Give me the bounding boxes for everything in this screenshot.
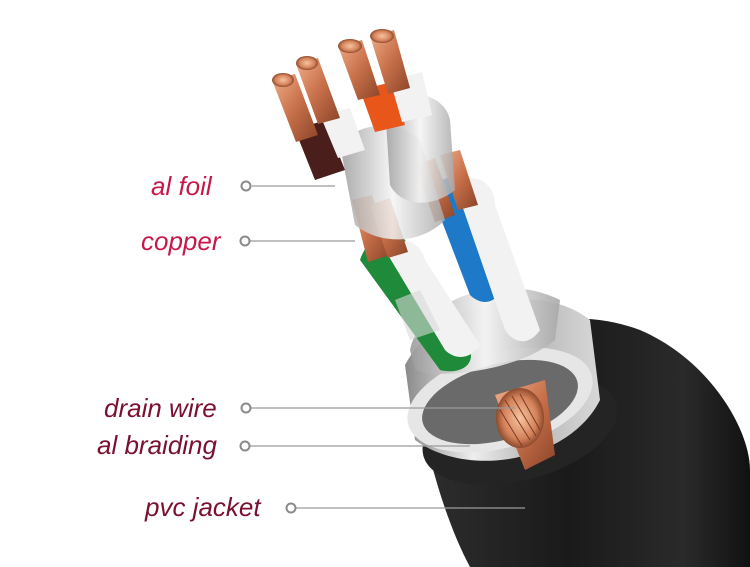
label-pvc-jacket: pvc jacket — [145, 492, 261, 522]
dot-drain-wire — [240, 402, 252, 414]
pair-brown-shape — [272, 56, 365, 180]
label-al-braiding: al braiding — [97, 430, 217, 460]
drain-wire-shape — [495, 380, 555, 470]
dot-pvc-jacket — [285, 502, 297, 514]
label-drain-wire: drain wire — [104, 393, 217, 423]
pair-foil-shape — [340, 94, 455, 240]
dot-copper — [239, 235, 251, 247]
dot-al-foil — [240, 180, 252, 192]
label-al-foil: al foil — [151, 171, 212, 201]
pair-orange-shape — [338, 29, 432, 132]
label-copper: copper — [141, 226, 221, 256]
callout-dots — [239, 180, 297, 514]
dot-al-braiding — [239, 440, 251, 452]
leader-lines — [250, 185, 525, 509]
